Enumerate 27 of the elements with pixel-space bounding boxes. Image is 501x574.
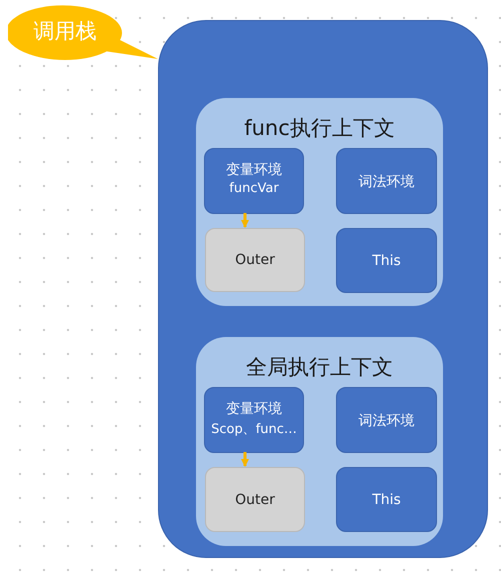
box-label: This [371,252,402,268]
box-label: 变量环境 [225,161,283,179]
panel-title: 全局执行上下文 [245,354,394,381]
process-box [336,467,437,532]
process-box [205,467,305,532]
process-box [204,148,304,214]
box-label: 词法环境 [358,173,416,191]
speech-bubble [8,3,160,61]
context-panel [196,98,443,306]
process-box [336,148,437,214]
box-label: 变量环境 [225,400,283,418]
context-panel [196,337,443,546]
arrow [241,452,249,467]
process-box [336,228,437,293]
arrow [241,213,249,228]
callout-text: 调用栈 [32,18,98,45]
box-label: Outer [234,492,276,508]
box-label: 词法环境 [358,412,416,430]
stack-panel [158,20,488,558]
process-box [204,387,304,453]
box-label: funcVar [228,181,280,196]
panel-title: func执行上下文 [243,115,396,142]
box-label: Outer [234,252,276,268]
process-box [336,387,437,453]
box-label: Scop、func… [210,421,298,438]
process-box [205,228,305,292]
box-label: This [371,492,402,508]
